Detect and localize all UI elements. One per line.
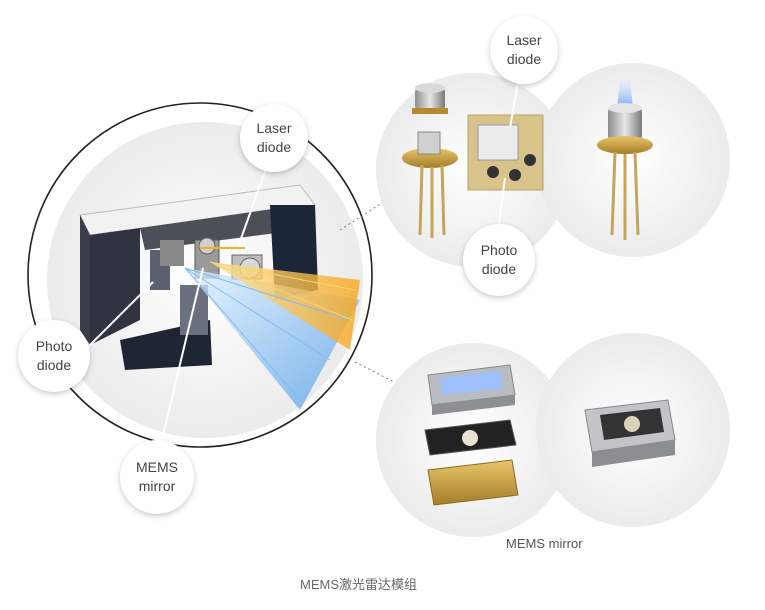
- callout-mems-mirror-main: MEMS mirror: [120, 440, 194, 514]
- diode-detail-view: [376, 63, 730, 267]
- leader-photo-diode: [79, 281, 154, 356]
- connector-to-mems: [354, 361, 401, 386]
- laser-diode-emitting: [597, 70, 653, 240]
- mems-assembled-package: [584, 399, 676, 467]
- mems-mirror-label: MEMS mirror: [506, 536, 583, 551]
- figure-caption: MEMS激光雷达模组: [300, 577, 418, 592]
- callout-photo-diode-main: Photo diode: [18, 320, 90, 392]
- mems-detail-view: [376, 333, 730, 537]
- callout-laser-diode-main: Laser diode: [240, 104, 308, 172]
- diode-internal-inset: [467, 114, 544, 191]
- main-circle-outline: [27, 102, 373, 448]
- callout-photo-diode-top: Photo diode: [463, 224, 535, 296]
- emitted-beam: [617, 70, 633, 108]
- callout-laser-diode-top: Laser diode: [490, 16, 558, 84]
- leader-mems-mirror: [159, 267, 204, 449]
- main-module-view: [27, 102, 373, 449]
- diode-circle-right: [536, 63, 730, 257]
- laser-beams: [184, 247, 360, 410]
- mems-exploded-stack: [424, 364, 519, 506]
- photo-diode-package: [402, 131, 458, 238]
- small-laser-can: [412, 83, 448, 114]
